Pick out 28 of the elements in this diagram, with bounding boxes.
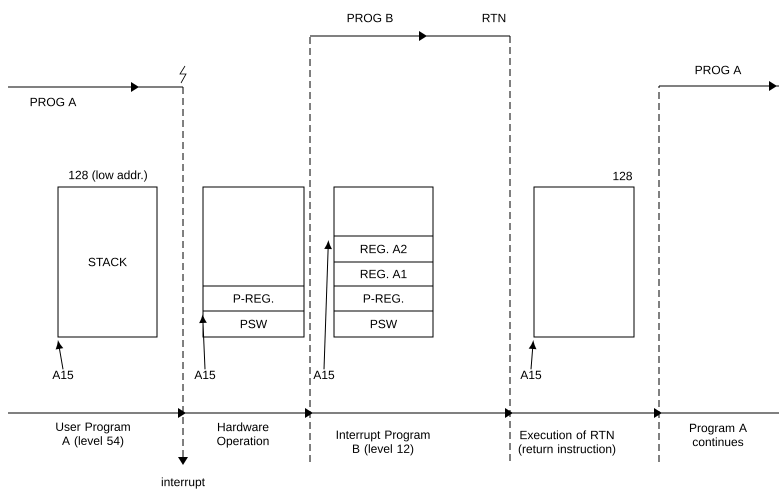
box-caption: 128 bbox=[613, 172, 632, 180]
leader-line bbox=[56, 341, 64, 370]
program-label: PROG B bbox=[348, 14, 393, 22]
phase-label: Execution of RTN (return instruction) bbox=[518, 430, 616, 456]
program-label: PROG A bbox=[30, 98, 76, 106]
phase-label: Hardware Operation bbox=[217, 422, 269, 448]
pointer-label: A15 bbox=[52, 370, 74, 380]
phase-label: User Program A (level 54) bbox=[56, 422, 130, 448]
register-cell: REG. A1 bbox=[334, 262, 434, 286]
pointer-label: A15 bbox=[194, 370, 216, 380]
leader-line bbox=[324, 241, 332, 370]
signal-label: interrupt bbox=[162, 477, 205, 489]
register-cell: PSW bbox=[334, 310, 434, 338]
register-cell: REG. A2 bbox=[334, 236, 434, 262]
phase-label: Program A continues bbox=[690, 424, 747, 446]
program-label: RTN bbox=[482, 14, 506, 22]
register-cell: P-REG. bbox=[202, 286, 304, 312]
program-label: PROG A bbox=[696, 66, 742, 74]
pointer-label: A15 bbox=[313, 370, 334, 380]
pointer-label: A15 bbox=[520, 370, 542, 380]
box-caption: 128 (low addr.) bbox=[69, 170, 147, 182]
stack-box: STACK bbox=[58, 186, 158, 338]
leader-line bbox=[529, 341, 536, 370]
phase-label: Interrupt Program B (level 12) bbox=[336, 430, 430, 456]
stack-box bbox=[534, 186, 634, 338]
leader-line bbox=[199, 315, 207, 370]
register-cell: P-REG. bbox=[334, 286, 434, 312]
register-cell: PSW bbox=[202, 310, 304, 338]
